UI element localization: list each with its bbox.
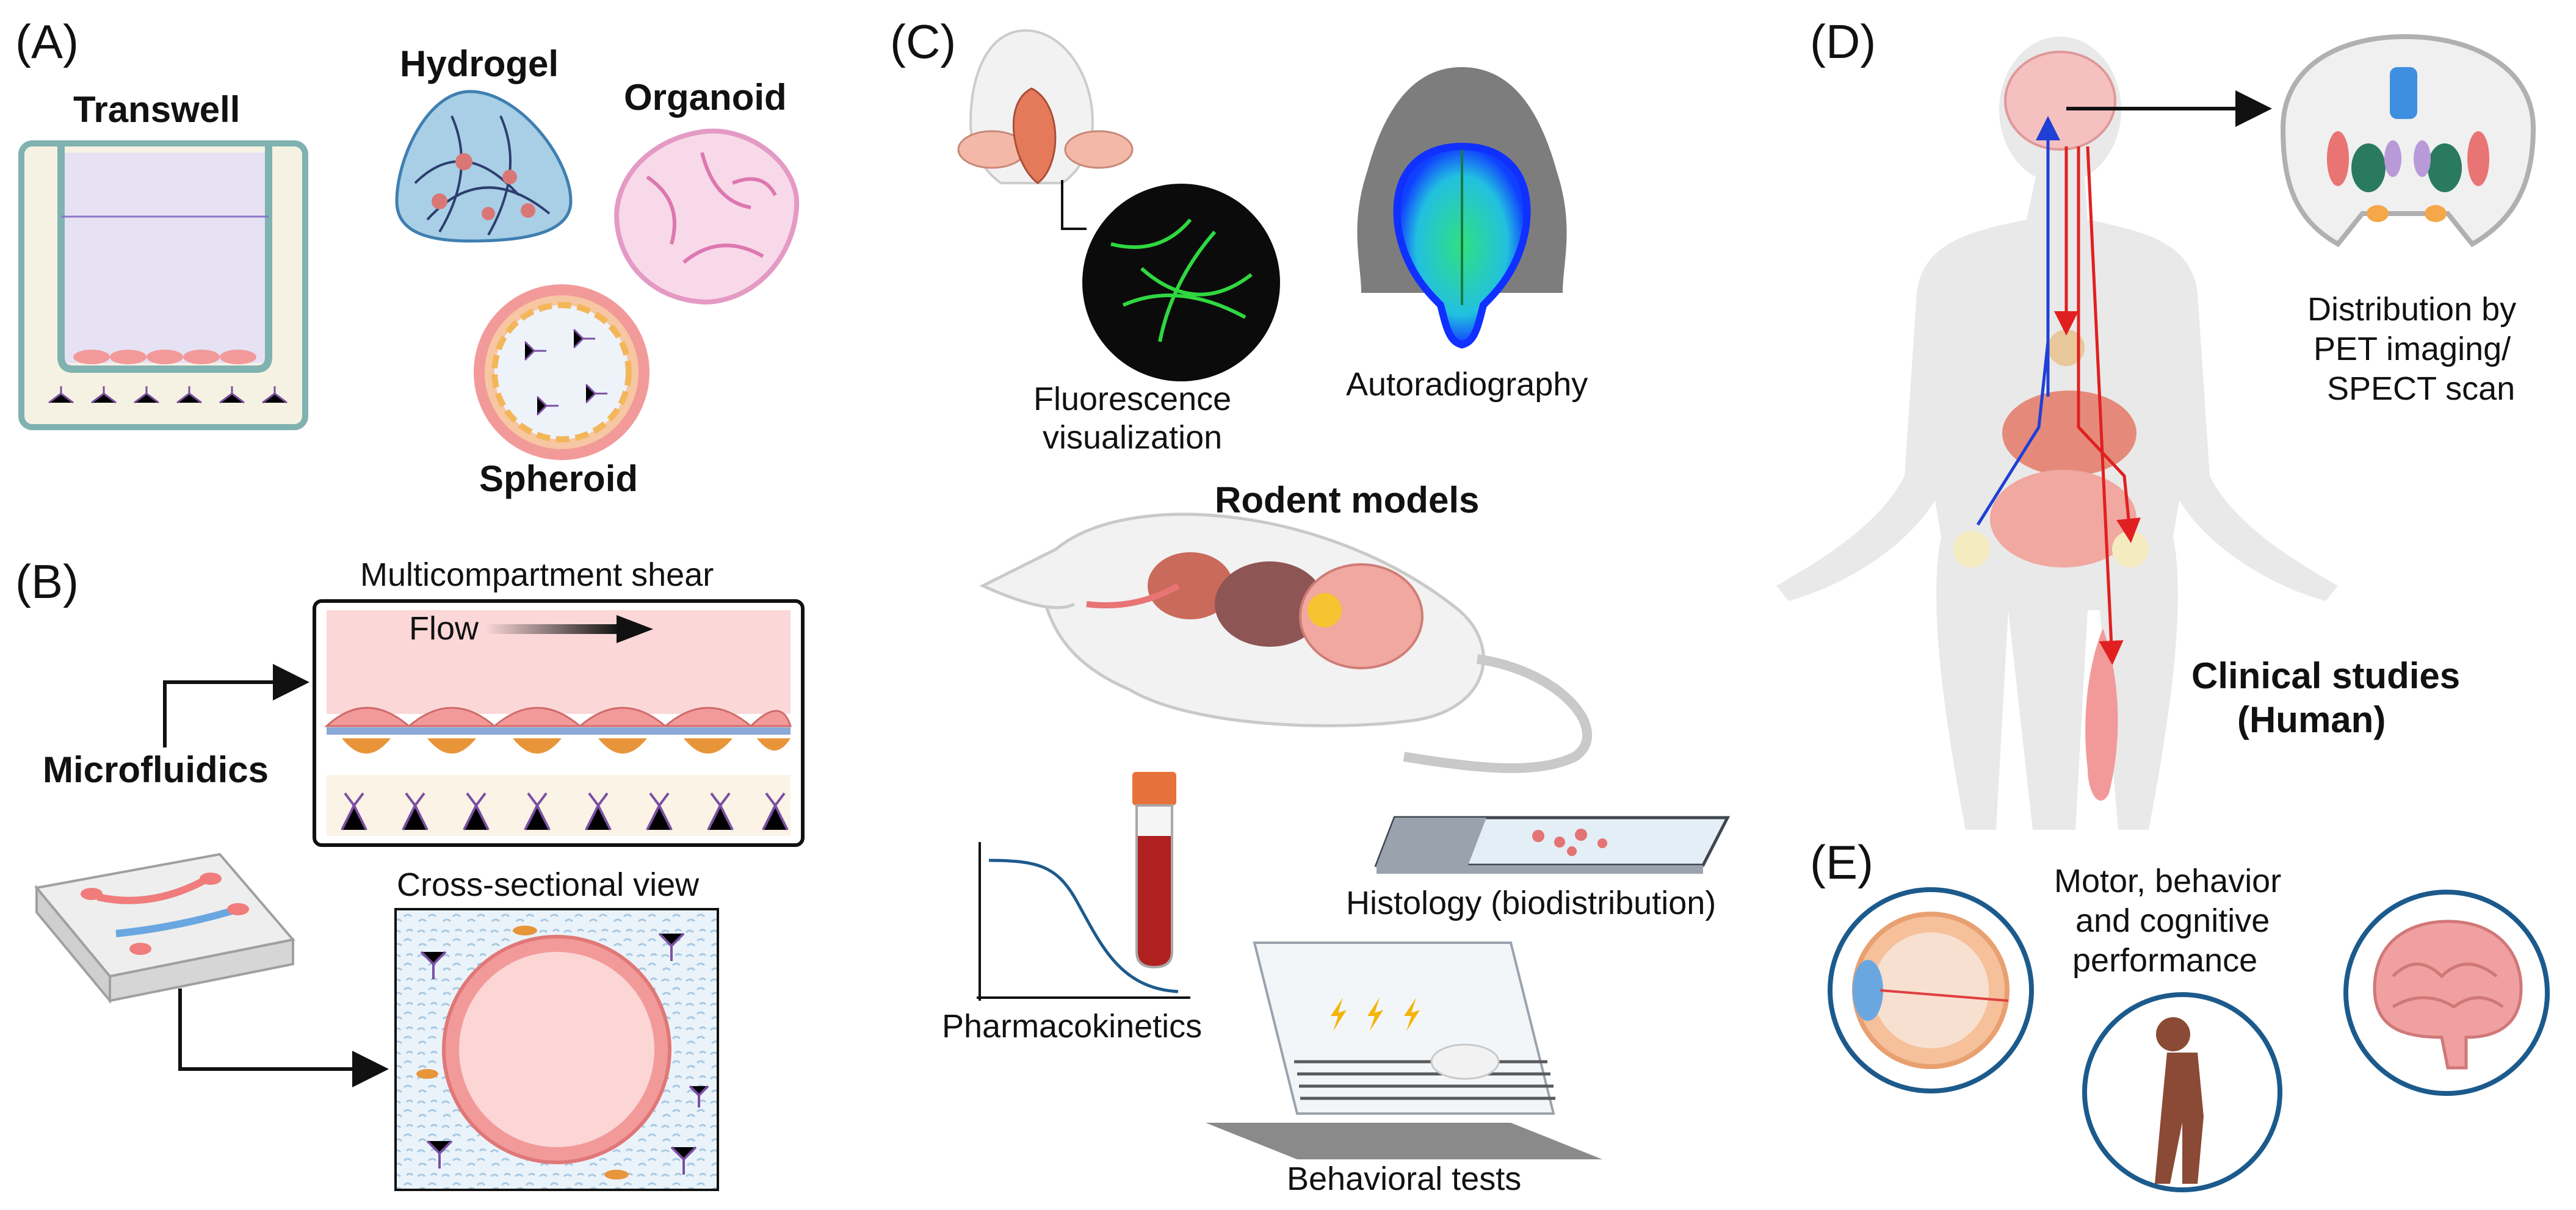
- panel-b: (B) Multicompartment shear Flow: [15, 555, 805, 1191]
- panel-b-letter: (B): [15, 555, 79, 608]
- panel-c-letter: (C): [890, 15, 956, 68]
- pharmacokinetics-label: Pharmacokinetics: [942, 1008, 1202, 1045]
- histology-slide-icon: [1374, 816, 1731, 874]
- organoid-label: Organoid: [624, 77, 787, 118]
- clinical-studies-label-line2: (Human): [2237, 699, 2386, 740]
- cross-section-label: Cross-sectional view: [397, 866, 700, 903]
- panel-c: (C) Fluorescence visualization Autoradio…: [890, 15, 1731, 1197]
- autoradiography-label: Autoradiography: [1346, 366, 1588, 403]
- motor-label-line3: performance: [2072, 942, 2257, 979]
- histology-label: Histology (biodistribution): [1346, 885, 1716, 921]
- multicompartment-shear-diagram: Flow: [313, 599, 805, 847]
- walking-person-icon: [2082, 992, 2282, 1192]
- hydrogel-label: Hydrogel: [400, 43, 559, 84]
- behavioral-tests-label: Behavioral tests: [1287, 1161, 1521, 1197]
- motor-label-line2: and cognitive: [2075, 902, 2270, 939]
- arrow-to-shear: [163, 664, 309, 747]
- panel-a-letter: (A): [15, 15, 79, 68]
- flow-label: Flow: [409, 610, 479, 647]
- leader-line: [1061, 180, 1087, 230]
- brain-section-icon: [2280, 34, 2536, 248]
- red-arrow-to-muscle: [2086, 146, 2124, 665]
- distribution-label-line1: Distribution by: [2307, 291, 2516, 328]
- arrow-to-cross-section: [178, 989, 389, 1087]
- panel-a: (A) Transwell Hydrog: [15, 15, 800, 499]
- transwell-icon: [18, 140, 308, 430]
- panel-d-letter: (D): [1810, 15, 1876, 68]
- spheroid-label: Spheroid: [479, 458, 638, 499]
- chip-icon: [34, 852, 295, 1004]
- fluorescence-label-line2: visualization: [1043, 419, 1222, 456]
- brain-icon: [2343, 890, 2550, 1096]
- hydrogel-icon: [395, 90, 573, 243]
- blood-tube-icon: [1132, 772, 1176, 969]
- rat-head-icon: [957, 29, 1134, 184]
- shear-title: Multicompartment shear: [360, 556, 714, 593]
- rodent-models-label: Rodent models: [1215, 480, 1479, 520]
- motor-label-line1: Motor, behavior: [2054, 863, 2281, 899]
- pk-curve-icon: [977, 842, 1190, 1001]
- spheroid-icon: [474, 284, 649, 460]
- clinical-studies-label-line1: Clinical studies: [2191, 655, 2460, 696]
- transwell-label: Transwell: [73, 89, 240, 130]
- fluorescence-image: [1082, 184, 1280, 381]
- panel-e: (E) Motor, behavior and cognitive perfor…: [1810, 835, 2550, 1192]
- distribution-label-line2: PET imaging/: [2314, 331, 2511, 367]
- distribution-label-line3: SPECT scan: [2327, 370, 2515, 407]
- organoid-icon: [613, 128, 800, 305]
- eye-icon: [1828, 887, 2034, 1093]
- cross-section-diagram: [394, 908, 719, 1191]
- panel-e-letter: (E): [1810, 835, 1873, 889]
- flow-arrow: [485, 624, 620, 634]
- rat-brain-icon: [1357, 67, 1567, 349]
- panel-d: (D) Distribution b: [1776, 15, 2536, 830]
- rat-icon: [979, 513, 1593, 773]
- microfluidics-label: Microfluidics: [43, 749, 269, 790]
- fluorescence-label-line1: Fluorescence: [1033, 381, 1231, 417]
- behavior-box-icon: [1206, 942, 1602, 1159]
